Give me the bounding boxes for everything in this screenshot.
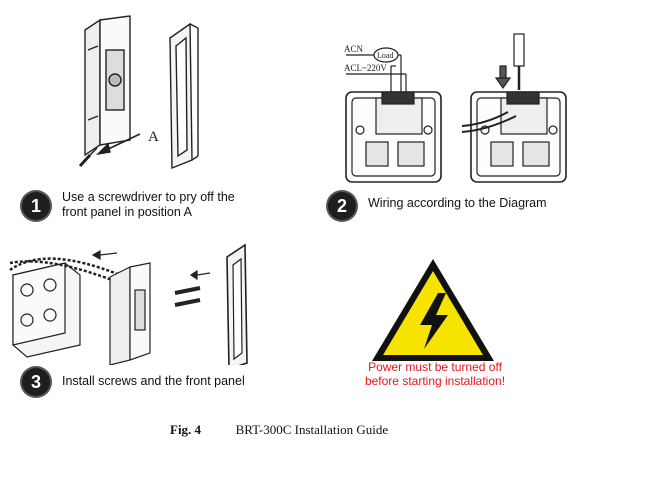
step2-number-badge: 2	[328, 192, 356, 220]
step1-illustration: A	[78, 15, 199, 170]
step3-illustration	[9, 243, 248, 365]
step3-instruction: Install screws and the front panel	[62, 374, 245, 388]
step1-number: 1	[30, 195, 41, 216]
acn-label: ACN	[344, 44, 364, 54]
power-warning-message: Power must be turned off before starting…	[355, 360, 515, 388]
figure-number: Fig. 4	[170, 422, 202, 437]
acl-label: ACL~220V	[344, 63, 387, 73]
load-label: Load	[377, 51, 393, 60]
step3-number-badge: 3	[22, 368, 50, 396]
step2-instruction: Wiring according to the Diagram	[368, 196, 547, 210]
step1-text-line1: Use a screwdriver to pry off the	[62, 190, 235, 204]
step1-number-badge: 1	[22, 192, 50, 220]
step3-number: 3	[30, 371, 41, 392]
position-a-label: A	[148, 129, 159, 145]
figure-caption: Fig. 4 BRT-300C Installation Guide	[170, 422, 388, 438]
step1-instruction: Use a screwdriver to pry off the front p…	[62, 190, 235, 220]
step1-text-line2: front panel in position A	[62, 205, 192, 219]
high-voltage-warning-icon	[372, 259, 494, 361]
figure-title: BRT-300C Installation Guide	[235, 422, 389, 437]
warning-line2: before starting installation!	[364, 374, 506, 388]
step2-number: 2	[336, 195, 347, 216]
step2-wiring-diagram: ACN ACL~220V Load	[344, 33, 567, 183]
warning-line1: Power must be turned off	[368, 360, 502, 374]
